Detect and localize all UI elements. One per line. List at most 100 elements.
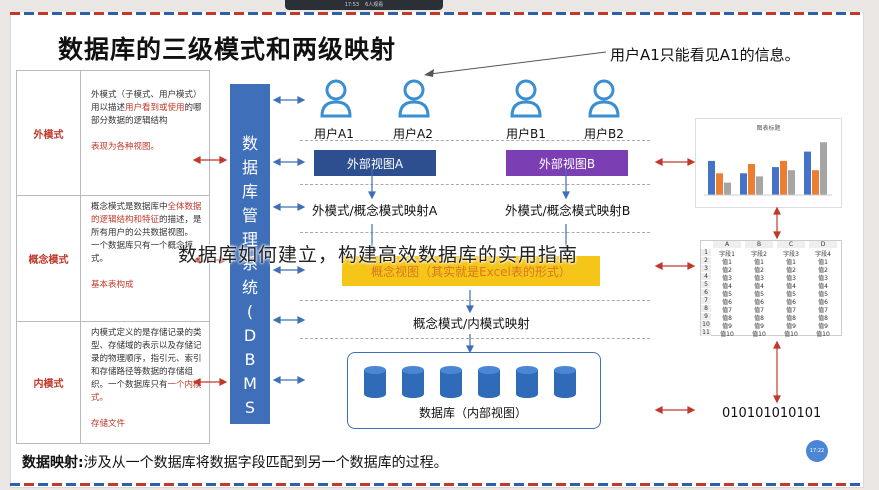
dbms-char: 统 xyxy=(241,278,258,297)
schema-table: 外模式 外模式（子模式、用户模式）用以描述用户看到或使用的哪部分数据的逻辑结构 … xyxy=(16,70,210,444)
sheet-cell: 3 xyxy=(701,265,711,272)
sheet-cell: 值1 xyxy=(818,259,828,266)
cylinder-icon xyxy=(364,366,386,398)
user-label: 用户B1 xyxy=(506,127,546,141)
sheet-cell: 值9 xyxy=(754,323,764,330)
row-text: 内模式定义的是存储记录的类型、存储域的表示以及存储记录的物理顺序，指引元、索引和… xyxy=(91,328,202,429)
divider-line xyxy=(300,300,650,301)
sheet-cell: 值5 xyxy=(818,291,828,298)
divider-line xyxy=(300,140,650,141)
sheet-cell: 8 xyxy=(701,305,711,312)
note-text: 用户A1只能看见A1的信息。 xyxy=(610,46,800,64)
row-internal-schema: 内模式 内模式定义的是存储记录的类型、存储域的表示以及存储记录的物理顺序，指引元… xyxy=(17,321,209,443)
slide-border-top xyxy=(10,12,862,15)
mapping-label-inner: 概念模式/内模式映射 xyxy=(413,316,530,331)
sheet-cell: 5 xyxy=(701,281,711,288)
chart-thumbnail-bar xyxy=(740,173,747,195)
user-icon xyxy=(510,79,542,118)
dbms-char: 理 xyxy=(241,230,258,249)
sheet-cell: 字段3 xyxy=(783,251,799,258)
sheet-cell: 值7 xyxy=(722,307,732,314)
dbms-char: 系 xyxy=(241,254,258,273)
sheet-cell: 值7 xyxy=(786,307,796,314)
sheet-cell: 2 xyxy=(701,257,711,264)
view-box-a: 外部视图A xyxy=(314,150,436,176)
chart-thumbnail-plot xyxy=(704,142,832,196)
cylinder-icon xyxy=(402,366,424,398)
flow-arrows xyxy=(368,168,570,354)
sheet-cell: 值1 xyxy=(722,259,732,266)
mapping-label-a: 外模式/概念模式映射A xyxy=(312,203,438,218)
chart-thumbnail-bar xyxy=(708,160,715,195)
divider-line xyxy=(300,338,650,339)
chart-thumbnail-bar xyxy=(748,164,755,195)
sheet-cell: 值2 xyxy=(754,267,764,274)
concept-view-label: 概念视图（其实就是Excel表的形式） xyxy=(371,264,571,279)
chart-thumbnail-bar xyxy=(812,170,819,195)
sheet-cell: 值6 xyxy=(722,299,732,306)
sheet-cell: 10 xyxy=(701,321,711,328)
dbms-char: 库 xyxy=(241,182,258,201)
sheet-cell: D xyxy=(809,241,837,248)
sheet-cell: 6 xyxy=(701,289,711,296)
timestamp-badge: 17:22 xyxy=(806,440,828,462)
table-arrows xyxy=(192,156,228,386)
sheet-cell: 值10 xyxy=(752,331,766,338)
divider-line xyxy=(300,184,650,185)
concept-view-box xyxy=(342,256,600,286)
sheet-cell: 字段1 xyxy=(719,251,735,258)
dbms-char: ( xyxy=(246,302,254,321)
sheet-cell: 值8 xyxy=(722,315,732,322)
sheet-cell: 值8 xyxy=(754,315,764,322)
sheet-cell: 值4 xyxy=(722,283,732,290)
database-box xyxy=(347,352,601,429)
sheet-cell: 值9 xyxy=(786,323,796,330)
time-text: 17:53 xyxy=(344,2,360,8)
row-label: 外模式 xyxy=(17,71,81,195)
sheet-cell: 值5 xyxy=(786,291,796,298)
user-icons xyxy=(320,79,620,118)
chart-thumbnail-bar xyxy=(756,176,763,195)
sheet-cell: 值1 xyxy=(786,259,796,266)
chart-thumbnail-bar xyxy=(820,142,827,195)
page-title: 数据库的三级模式和两级映射 xyxy=(58,35,397,64)
row-text: 概念模式是数据库中全体数据的逻辑结构和特征的描述，是所有用户的公共数据视图。 一… xyxy=(91,202,202,290)
sheet-cell: 值4 xyxy=(786,283,796,290)
sheet-cell: 值5 xyxy=(754,291,764,298)
dbms-char: B xyxy=(244,350,256,369)
user-label: 用户B2 xyxy=(584,127,624,141)
slide-border-bottom xyxy=(10,483,862,486)
sheet-cell: 值4 xyxy=(754,283,764,290)
sheet-cell: 值6 xyxy=(786,299,796,306)
sheet-cell: 值3 xyxy=(818,275,828,282)
dbms-char: 据 xyxy=(241,158,258,177)
sheet-cell: 9 xyxy=(701,313,711,320)
cylinder-icon xyxy=(440,366,462,398)
chart-thumbnail: 图表标题 xyxy=(695,118,842,208)
view-box-b: 外部视图B xyxy=(506,150,628,176)
row-label: 内模式 xyxy=(17,321,81,443)
sheet-cell: B xyxy=(745,241,773,248)
row-concept-schema: 概念模式 概念模式是数据库中全体数据的逻辑结构和特征的描述，是所有用户的公共数据… xyxy=(17,195,209,322)
dbms-char: ) xyxy=(246,422,254,441)
note-arrow xyxy=(424,51,607,77)
sheet-cell: 值5 xyxy=(722,291,732,298)
overlay-caption: 数据库如何建立，构建高效数据库的实用指南 xyxy=(178,244,579,266)
sheet-cell: 值2 xyxy=(818,267,828,274)
sheet-cell: 值9 xyxy=(818,323,828,330)
sheet-cell: 值2 xyxy=(722,267,732,274)
sheet-cell: 值6 xyxy=(818,299,828,306)
sheet-cell: 值10 xyxy=(784,331,798,338)
sheet-cell: 值10 xyxy=(720,331,734,338)
sheet-cell: 值10 xyxy=(816,331,830,338)
dbms-char: D xyxy=(243,326,257,345)
chart-thumbnail-bar xyxy=(716,173,723,195)
sheet-cell: 字段2 xyxy=(751,251,767,258)
user-label: 用户A2 xyxy=(393,127,433,141)
sheet-cell: 值3 xyxy=(722,275,732,282)
sheet-cell: 值8 xyxy=(786,315,796,322)
sheet-cell: 值3 xyxy=(754,275,764,282)
sheet-cell: C xyxy=(777,241,805,248)
